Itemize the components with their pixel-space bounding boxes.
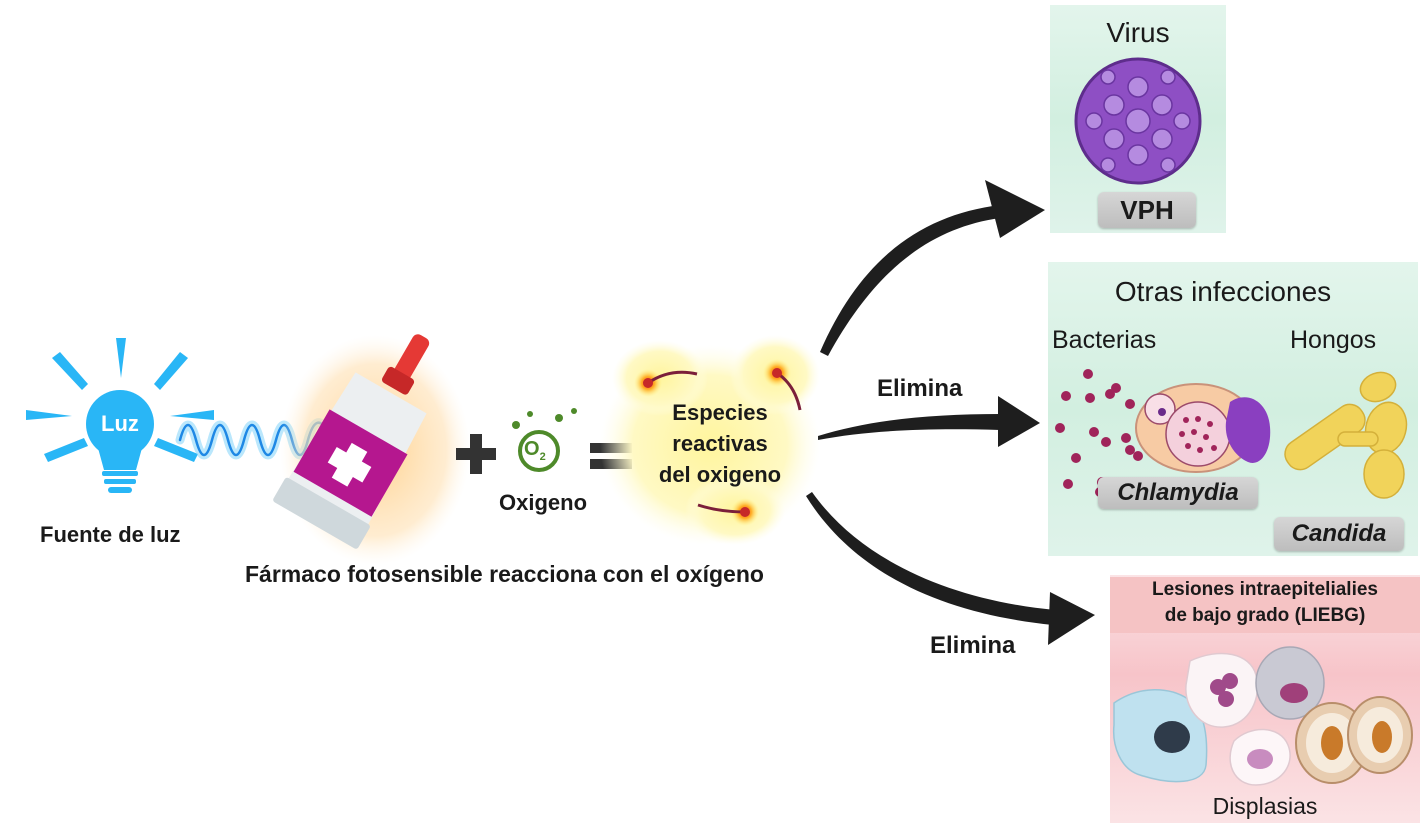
arrow-label-infections: Elimina: [877, 375, 963, 402]
ros-label: Especies reactivas del oxigeno: [630, 397, 810, 490]
drug-caption: Fármaco fotosensible reacciona con el ox…: [245, 561, 764, 587]
oxygen-subscript: 2: [539, 451, 546, 463]
oxygen-symbol: O2: [524, 438, 546, 463]
lesions-title-line-1: Lesiones intraepitelialies: [1152, 579, 1378, 600]
candida-fungi-icon: [1284, 371, 1408, 499]
ros-line-2: reactivas: [672, 431, 768, 456]
virus-panel: Virus VPH: [1050, 5, 1226, 233]
arrow-label-lesions: Elimina: [930, 632, 1016, 659]
chlamydia-cell-icon: [1135, 383, 1271, 473]
dysplasia-cells-illustration: [1112, 646, 1413, 786]
virus-panel-title: Virus: [1106, 17, 1170, 48]
fungi-heading: Hongos: [1290, 326, 1377, 354]
candida-badge: Candida: [1274, 517, 1404, 551]
ros-line-3: del oxigeno: [658, 462, 782, 487]
infections-panel-title: Otras infecciones: [1114, 276, 1332, 307]
light-source-caption: Fuente de luz: [40, 522, 181, 547]
lesions-title-line-2: de bajo grado (LIEBG): [1164, 605, 1366, 626]
oxygen-molecule-icon: [512, 408, 577, 472]
photosensitive-drug-tube-icon: [273, 334, 470, 565]
plus-sign: [456, 434, 496, 474]
lesions-panel-title: Lesiones intraepitelialies de bajo grado…: [1110, 577, 1420, 633]
bacteria-illustration: [1055, 369, 1408, 499]
arrow-to-virus: [820, 180, 1045, 356]
arrow-to-lesions: [806, 492, 1095, 645]
chlamydia-badge: Chlamydia: [1098, 477, 1258, 509]
lesions-caption: Displasias: [1212, 793, 1318, 819]
light-bulb-icon: [26, 338, 214, 493]
oxygen-caption: Oxigeno: [499, 490, 588, 515]
bacteria-dots: [1055, 369, 1143, 497]
vph-badge: VPH: [1098, 192, 1196, 228]
reactive-oxygen-species-cloud: [600, 335, 820, 545]
oxygen-letter: O: [524, 438, 540, 460]
virus-hpv-icon: [1074, 57, 1202, 185]
ros-line-1: Especies: [672, 400, 768, 425]
bacteria-heading: Bacterias: [1052, 326, 1157, 354]
infections-panel: Otras infecciones Bacterias Hongos: [1048, 262, 1418, 556]
arrow-to-infections: [818, 396, 1040, 447]
bulb-label: Luz: [101, 411, 139, 436]
lesions-panel: Lesiones intraepitelialies de bajo grado…: [1110, 575, 1420, 823]
